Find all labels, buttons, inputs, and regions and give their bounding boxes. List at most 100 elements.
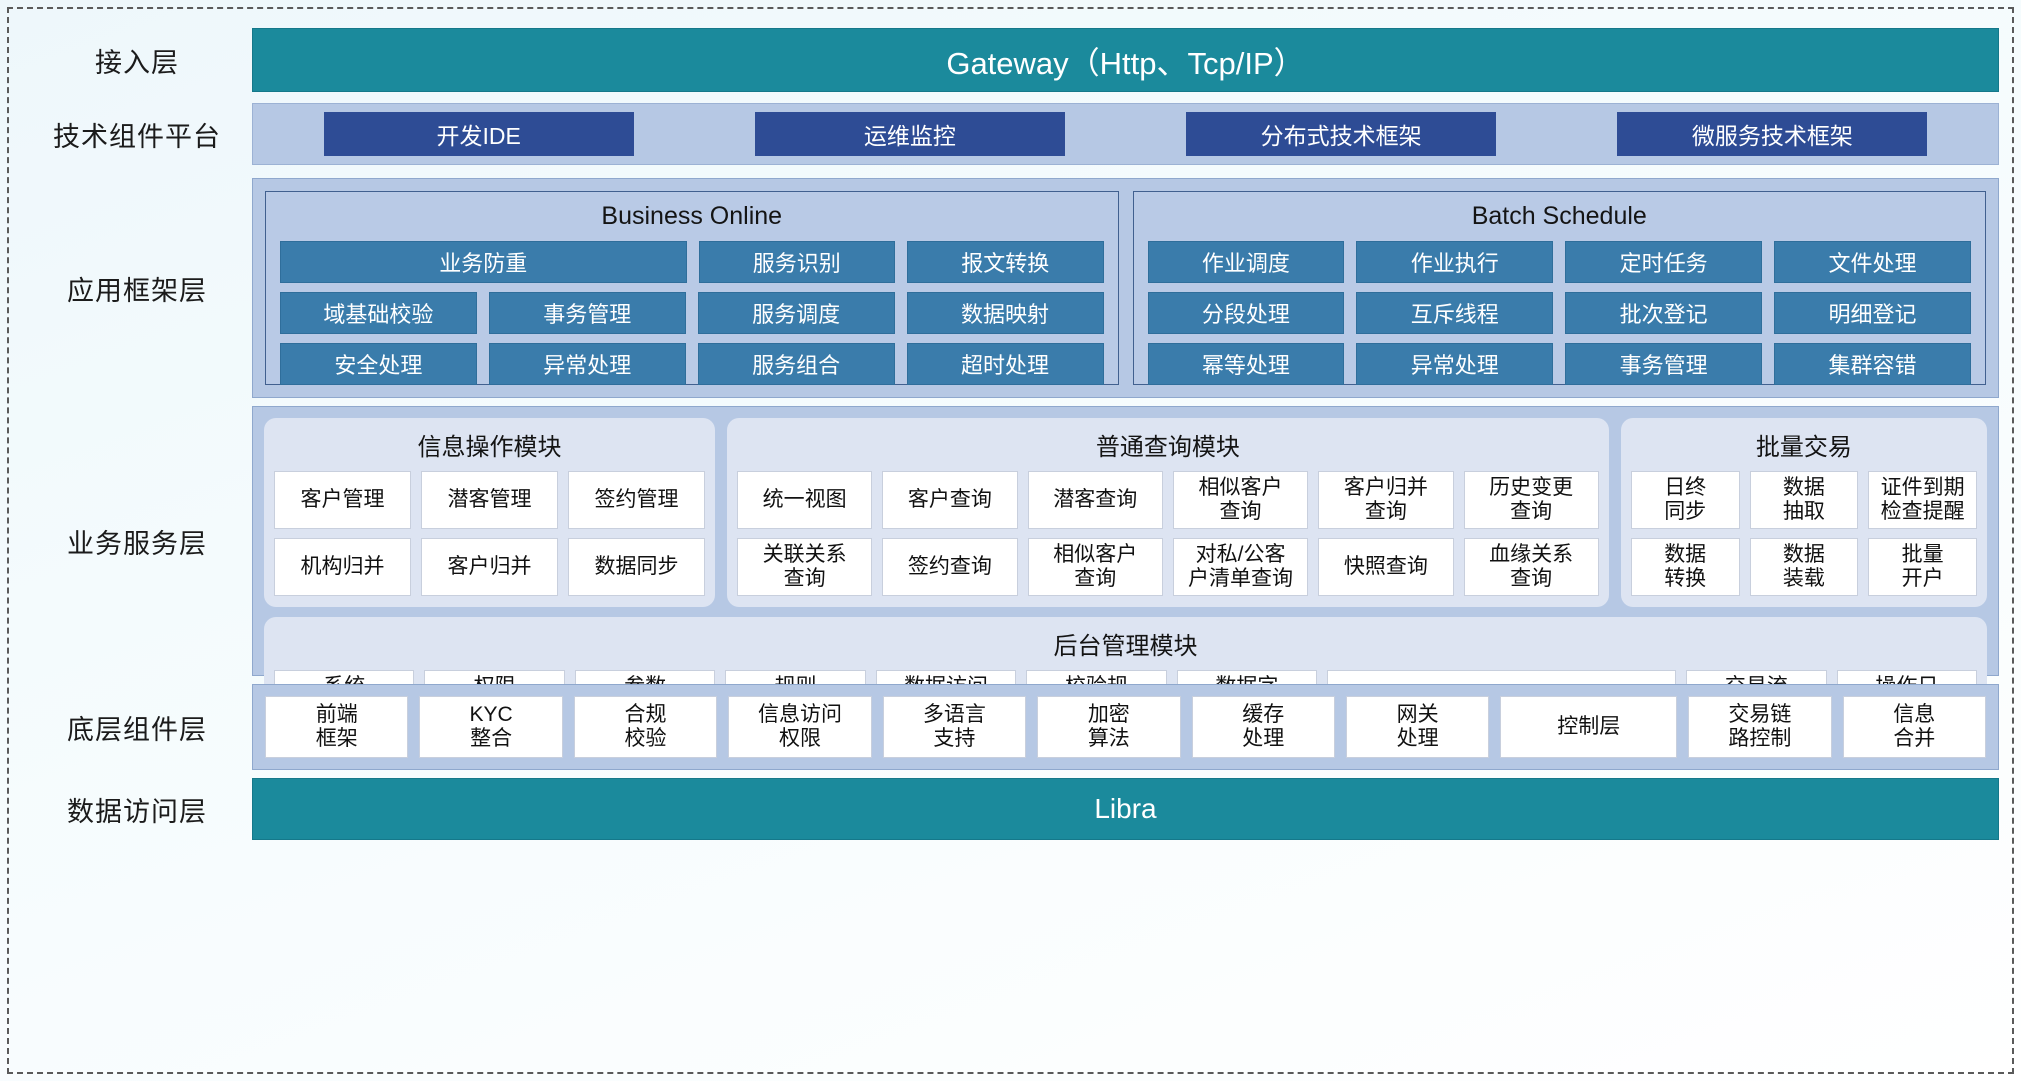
module-item-0-1-1[interactable]: 客户归并 [420, 538, 558, 596]
business-top-modules: 信息操作模块客户管理潜客管理签约管理机构归并客户归并数据同步普通查询模块统一视图… [264, 418, 1987, 607]
framework-chip-0-1-3[interactable]: 数据映射 [906, 292, 1104, 334]
bottom-component-item-8[interactable]: 控制层 [1500, 696, 1678, 758]
bottom-component-item-10[interactable]: 信息 合并 [1842, 696, 1986, 758]
module-card-1: 普通查询模块统一视图客户查询潜客查询相似客户 查询客户归并 查询历史变更 查询关… [726, 418, 1609, 607]
tech-chip-2[interactable]: 分布式技术框架 [1186, 112, 1497, 156]
layer-label-tech-platform: 技术组件平台 [53, 121, 221, 152]
framework-chip-1-1-3[interactable]: 明细登记 [1774, 292, 1971, 334]
framework-chip-1-2-3[interactable]: 集群容错 [1774, 343, 1971, 385]
module-grid-2: 日终 同步数据 抽取证件到期 检查提醒数据 转换数据 装载批量 开户 [1630, 471, 1977, 596]
module-item-1-1-3[interactable]: 对私/公客 户清单查询 [1172, 538, 1309, 596]
framework-chip-1-1-0[interactable]: 分段处理 [1147, 292, 1345, 334]
app-framework-row-1-1: 分段处理互斥线程批次登记明细登记 [1147, 292, 1971, 334]
bottom-component-item-6[interactable]: 缓存 处理 [1191, 696, 1335, 758]
framework-chip-1-2-2[interactable]: 事务管理 [1565, 343, 1763, 385]
module-item-1-1-5[interactable]: 血缘关系 查询 [1463, 538, 1599, 596]
gateway-bar[interactable]: Gateway（Http、Tcp/IP） [252, 28, 1999, 92]
framework-chip-1-0-3[interactable]: 文件处理 [1774, 241, 1971, 283]
layer-label-access: 接入层 [95, 47, 179, 78]
framework-chip-0-0-0[interactable]: 业务防重 [280, 241, 687, 283]
framework-chip-0-2-1[interactable]: 异常处理 [488, 343, 686, 385]
module-item-1-0-3[interactable]: 相似客户 查询 [1172, 471, 1309, 529]
module-row-1-0: 统一视图客户查询潜客查询相似客户 查询客户归并 查询历史变更 查询 [736, 471, 1599, 529]
module-item-0-0-0[interactable]: 客户管理 [274, 471, 411, 529]
bottom-component-item-2[interactable]: 合规 校验 [573, 696, 718, 758]
layer-label-business-service: 业务服务层 [67, 528, 207, 559]
module-item-2-1-2[interactable]: 批量 开户 [1868, 538, 1977, 596]
module-row-2-0: 日终 同步数据 抽取证件到期 检查提醒 [1630, 471, 1977, 529]
layer-label-app-framework: 应用框架层 [67, 275, 207, 306]
framework-chip-1-2-0[interactable]: 幂等处理 [1147, 343, 1345, 385]
layer-data-access: 数据访问层 Libra [22, 778, 1999, 840]
module-row-0-0: 客户管理潜客管理签约管理 [274, 471, 705, 529]
module-row-1-1: 关联关系 查询签约查询相似客户 查询对私/公客 户清单查询快照查询血缘关系 查询 [736, 538, 1599, 596]
business-service-band: 信息操作模块客户管理潜客管理签约管理机构归并客户归并数据同步普通查询模块统一视图… [252, 406, 1999, 739]
module-item-2-0-0[interactable]: 日终 同步 [1630, 471, 1740, 529]
framework-chip-1-0-2[interactable]: 定时任务 [1565, 241, 1763, 283]
module-row-2-1: 数据 转换数据 装载批量 开户 [1630, 538, 1977, 596]
module-item-2-1-1[interactable]: 数据 装载 [1749, 538, 1859, 596]
module-row-0-1: 机构归并客户归并数据同步 [274, 538, 705, 596]
framework-chip-0-1-0[interactable]: 域基础校验 [280, 292, 477, 334]
bottom-component-item-5[interactable]: 加密 算法 [1037, 696, 1181, 758]
framework-chip-1-1-2[interactable]: 批次登记 [1565, 292, 1763, 334]
module-card-2: 批量交易日终 同步数据 抽取证件到期 检查提醒数据 转换数据 装载批量 开户 [1620, 418, 1987, 607]
bottom-component-item-9[interactable]: 交易链 路控制 [1688, 696, 1832, 758]
module-item-0-1-0[interactable]: 机构归并 [274, 538, 411, 596]
framework-chip-0-2-2[interactable]: 服务组合 [697, 343, 895, 385]
module-item-0-0-1[interactable]: 潜客管理 [420, 471, 558, 529]
tech-chip-1[interactable]: 运维监控 [754, 112, 1065, 156]
tech-chip-0[interactable]: 开发IDE [323, 112, 634, 156]
framework-chip-0-1-1[interactable]: 事务管理 [488, 292, 686, 334]
bottom-component-item-4[interactable]: 多语言 支持 [882, 696, 1027, 758]
framework-chip-0-0-2[interactable]: 报文转换 [907, 241, 1104, 283]
framework-chip-0-2-3[interactable]: 超时处理 [906, 343, 1104, 385]
module-item-1-0-2[interactable]: 潜客查询 [1027, 471, 1163, 529]
module-item-2-0-2[interactable]: 证件到期 检查提醒 [1868, 471, 1977, 529]
app-framework-row-1-2: 幂等处理异常处理事务管理集群容错 [1147, 343, 1971, 385]
framework-chip-1-0-1[interactable]: 作业执行 [1356, 241, 1554, 283]
framework-chip-1-2-1[interactable]: 异常处理 [1356, 343, 1554, 385]
module-item-1-0-1[interactable]: 客户查询 [882, 471, 1018, 529]
module-item-1-0-5[interactable]: 历史变更 查询 [1463, 471, 1599, 529]
layer-label-bottom-component: 底层组件层 [67, 714, 207, 745]
app-framework-panel-title-1: Batch Schedule [1471, 202, 1647, 230]
module-item-2-1-0[interactable]: 数据 转换 [1630, 538, 1740, 596]
bottom-component-item-1[interactable]: KYC 整合 [419, 696, 563, 758]
layer-tech-platform: 技术组件平台 开发IDE 运维监控 分布式技术框架 微服务技术框架 [22, 103, 1999, 165]
bottom-component-item-3[interactable]: 信息访问 权限 [728, 696, 872, 758]
app-framework-panel-1: Batch Schedule 作业调度作业执行定时任务文件处理分段处理互斥线程批次… [1132, 191, 1986, 385]
tech-chip-3[interactable]: 微服务技术框架 [1617, 112, 1928, 156]
module-title-1: 普通查询模块 [1095, 434, 1240, 461]
module-item-2-0-1[interactable]: 数据 抽取 [1749, 471, 1859, 529]
bottom-component-item-0[interactable]: 前端 框架 [265, 696, 409, 758]
bottom-component-item-7[interactable]: 网关 处理 [1345, 696, 1490, 758]
framework-chip-1-0-0[interactable]: 作业调度 [1147, 241, 1345, 283]
module-item-1-1-4[interactable]: 快照查询 [1318, 538, 1454, 596]
framework-chip-1-1-1[interactable]: 互斥线程 [1356, 292, 1554, 334]
module-item-1-1-0[interactable]: 关联关系 查询 [736, 538, 873, 596]
framework-chip-0-0-1[interactable]: 服务识别 [698, 241, 896, 283]
framework-chip-0-2-0[interactable]: 安全处理 [280, 343, 477, 385]
app-framework-grid-0: 业务防重服务识别报文转换域基础校验事务管理服务调度数据映射安全处理异常处理服务组… [280, 241, 1104, 385]
framework-chip-0-1-2[interactable]: 服务调度 [697, 292, 895, 334]
module-item-0-1-2[interactable]: 数据同步 [567, 538, 705, 596]
app-framework-grid-1: 作业调度作业执行定时任务文件处理分段处理互斥线程批次登记明细登记幂等处理异常处理… [1147, 241, 1971, 385]
module-grid-0: 客户管理潜客管理签约管理机构归并客户归并数据同步 [274, 471, 705, 596]
module-item-0-0-2[interactable]: 签约管理 [567, 471, 705, 529]
admin-module-title: 后台管理模块 [1053, 633, 1198, 660]
module-item-1-0-0[interactable]: 统一视图 [736, 471, 873, 529]
layer-access: 接入层 Gateway（Http、Tcp/IP） [22, 28, 1999, 92]
module-item-1-0-4[interactable]: 客户归并 查询 [1318, 471, 1454, 529]
libra-bar[interactable]: Libra [252, 778, 1999, 840]
module-grid-1: 统一视图客户查询潜客查询相似客户 查询客户归并 查询历史变更 查询关联关系 查询… [736, 471, 1599, 596]
module-item-1-1-2[interactable]: 相似客户 查询 [1027, 538, 1163, 596]
module-title-2: 批量交易 [1755, 434, 1852, 461]
module-item-1-1-1[interactable]: 签约查询 [882, 538, 1018, 596]
layer-business-service: 业务服务层 信息操作模块客户管理潜客管理签约管理机构归并客户归并数据同步普通查询… [22, 406, 1999, 739]
